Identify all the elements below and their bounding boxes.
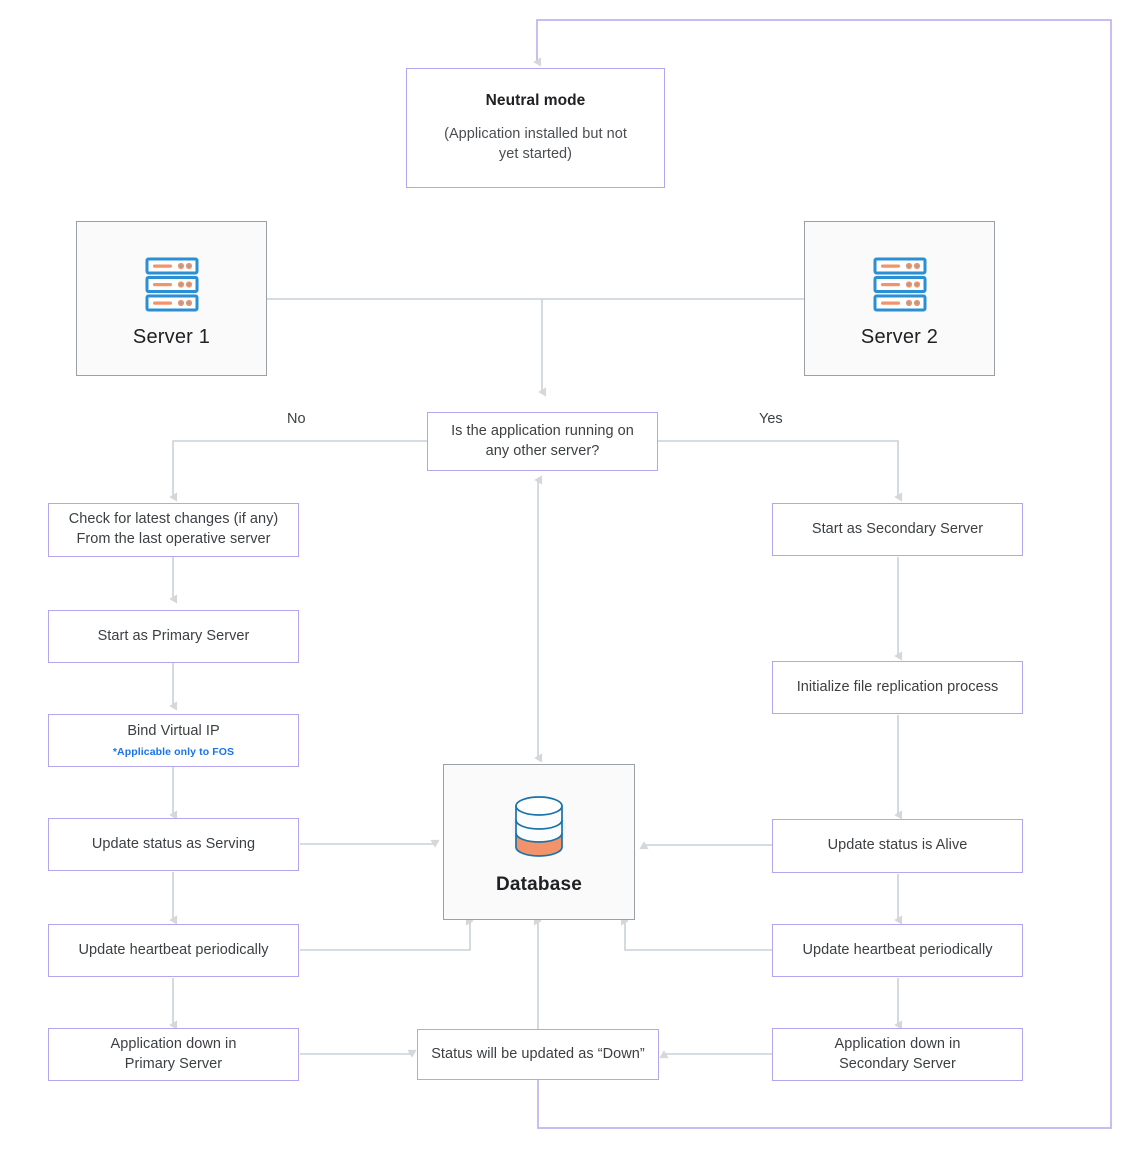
decision-line-2: any other server? xyxy=(485,442,600,459)
database-cylinder-icon xyxy=(500,788,578,866)
wire-left-heartbeat-to-database xyxy=(300,916,474,951)
node-server-1[interactable]: Server 1 xyxy=(76,221,267,376)
check-changes-line-2: From the last operative server xyxy=(76,531,271,547)
edge-label-no: No xyxy=(283,411,310,427)
server-1-label: Server 1 xyxy=(132,326,211,348)
node-update-status-alive[interactable]: Update status is Alive xyxy=(772,819,1023,873)
start-primary-label: Start as Primary Server xyxy=(97,627,250,644)
left-heartbeat-label: Update heartbeat periodically xyxy=(78,941,269,958)
wire-decision-yes xyxy=(658,440,903,502)
node-database[interactable]: Database xyxy=(443,764,635,920)
app-down-primary-line-1: Application down in xyxy=(110,1035,237,1052)
node-initialize-file-replication[interactable]: Initialize file replication process xyxy=(772,661,1023,714)
wire-right-heartbeat-to-database xyxy=(620,916,772,951)
node-server-2[interactable]: Server 2 xyxy=(804,221,995,376)
node-start-primary-server[interactable]: Start as Primary Server xyxy=(48,610,299,663)
bind-virtual-ip-label: Bind Virtual IP xyxy=(127,723,220,740)
node-decision-app-running[interactable]: Is the application running on any other … xyxy=(427,412,658,471)
node-left-update-heartbeat[interactable]: Update heartbeat periodically xyxy=(48,924,299,977)
server-rack-icon xyxy=(864,248,936,320)
app-down-secondary-line-2: Secondary Server xyxy=(839,1055,956,1072)
start-secondary-label: Start as Secondary Server xyxy=(811,520,984,537)
node-application-down-secondary[interactable]: Application down in Secondary Server xyxy=(772,1028,1023,1081)
right-heartbeat-label: Update heartbeat periodically xyxy=(802,941,993,958)
server-rack-icon xyxy=(136,248,208,320)
database-label: Database xyxy=(495,874,583,895)
decision-line-1: Is the application running on xyxy=(451,422,634,439)
init-replication-label: Initialize file replication process xyxy=(796,678,999,695)
edge-label-yes: Yes xyxy=(755,411,787,427)
server-2-label: Server 2 xyxy=(860,326,939,348)
neutral-mode-heading: Neutral mode xyxy=(485,91,586,109)
node-update-status-serving[interactable]: Update status as Serving xyxy=(48,818,299,871)
node-neutral-mode[interactable]: Neutral mode (Application installed but … xyxy=(406,68,665,188)
node-application-down-primary[interactable]: Application down in Primary Server xyxy=(48,1028,299,1081)
update-status-alive-label: Update status is Alive xyxy=(827,837,968,854)
bind-virtual-ip-note: *Applicable only to FOS xyxy=(112,745,235,758)
node-bind-virtual-ip[interactable]: Bind Virtual IP *Applicable only to FOS xyxy=(48,714,299,767)
neutral-mode-subtext: (Application installed but not yet start… xyxy=(444,125,627,163)
wire-decision-no xyxy=(169,440,427,502)
node-right-update-heartbeat[interactable]: Update heartbeat periodically xyxy=(772,924,1023,977)
node-start-secondary-server[interactable]: Start as Secondary Server xyxy=(772,503,1023,556)
node-check-latest-changes[interactable]: Check for latest changes (if any) From t… xyxy=(48,503,299,557)
check-changes-line-1: Check for latest changes (if any) xyxy=(68,511,279,528)
node-status-updated-down[interactable]: Status will be updated as “Down” xyxy=(417,1029,659,1080)
app-down-primary-line-2: Primary Server xyxy=(124,1055,223,1072)
app-down-secondary-line-1: Application down in xyxy=(834,1035,961,1052)
status-down-label: Status will be updated as “Down” xyxy=(431,1045,645,1062)
update-status-serving-label: Update status as Serving xyxy=(91,835,256,852)
